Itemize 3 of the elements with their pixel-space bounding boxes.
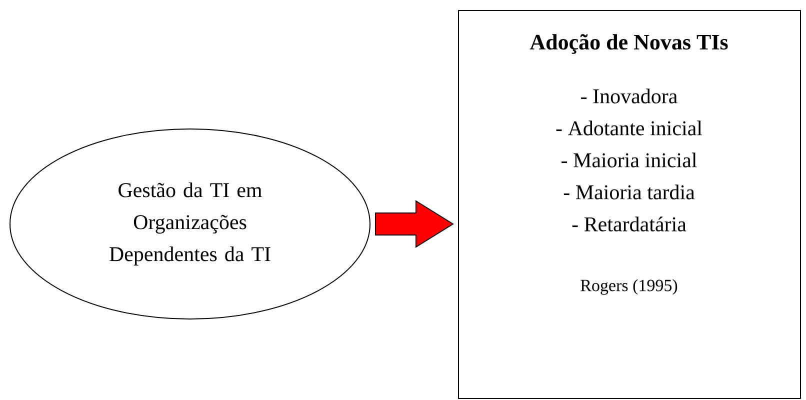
text-box: Adoção de Novas TIs - Inovadora - Adotante inicial - Maioria inicial - Maioria tardia - Retardatária Rogers (1995) [458,10,801,399]
block-arrow [375,200,454,248]
ellipse-node: Gestão da TI em Organizações Dependentes da TI [10,128,370,320]
